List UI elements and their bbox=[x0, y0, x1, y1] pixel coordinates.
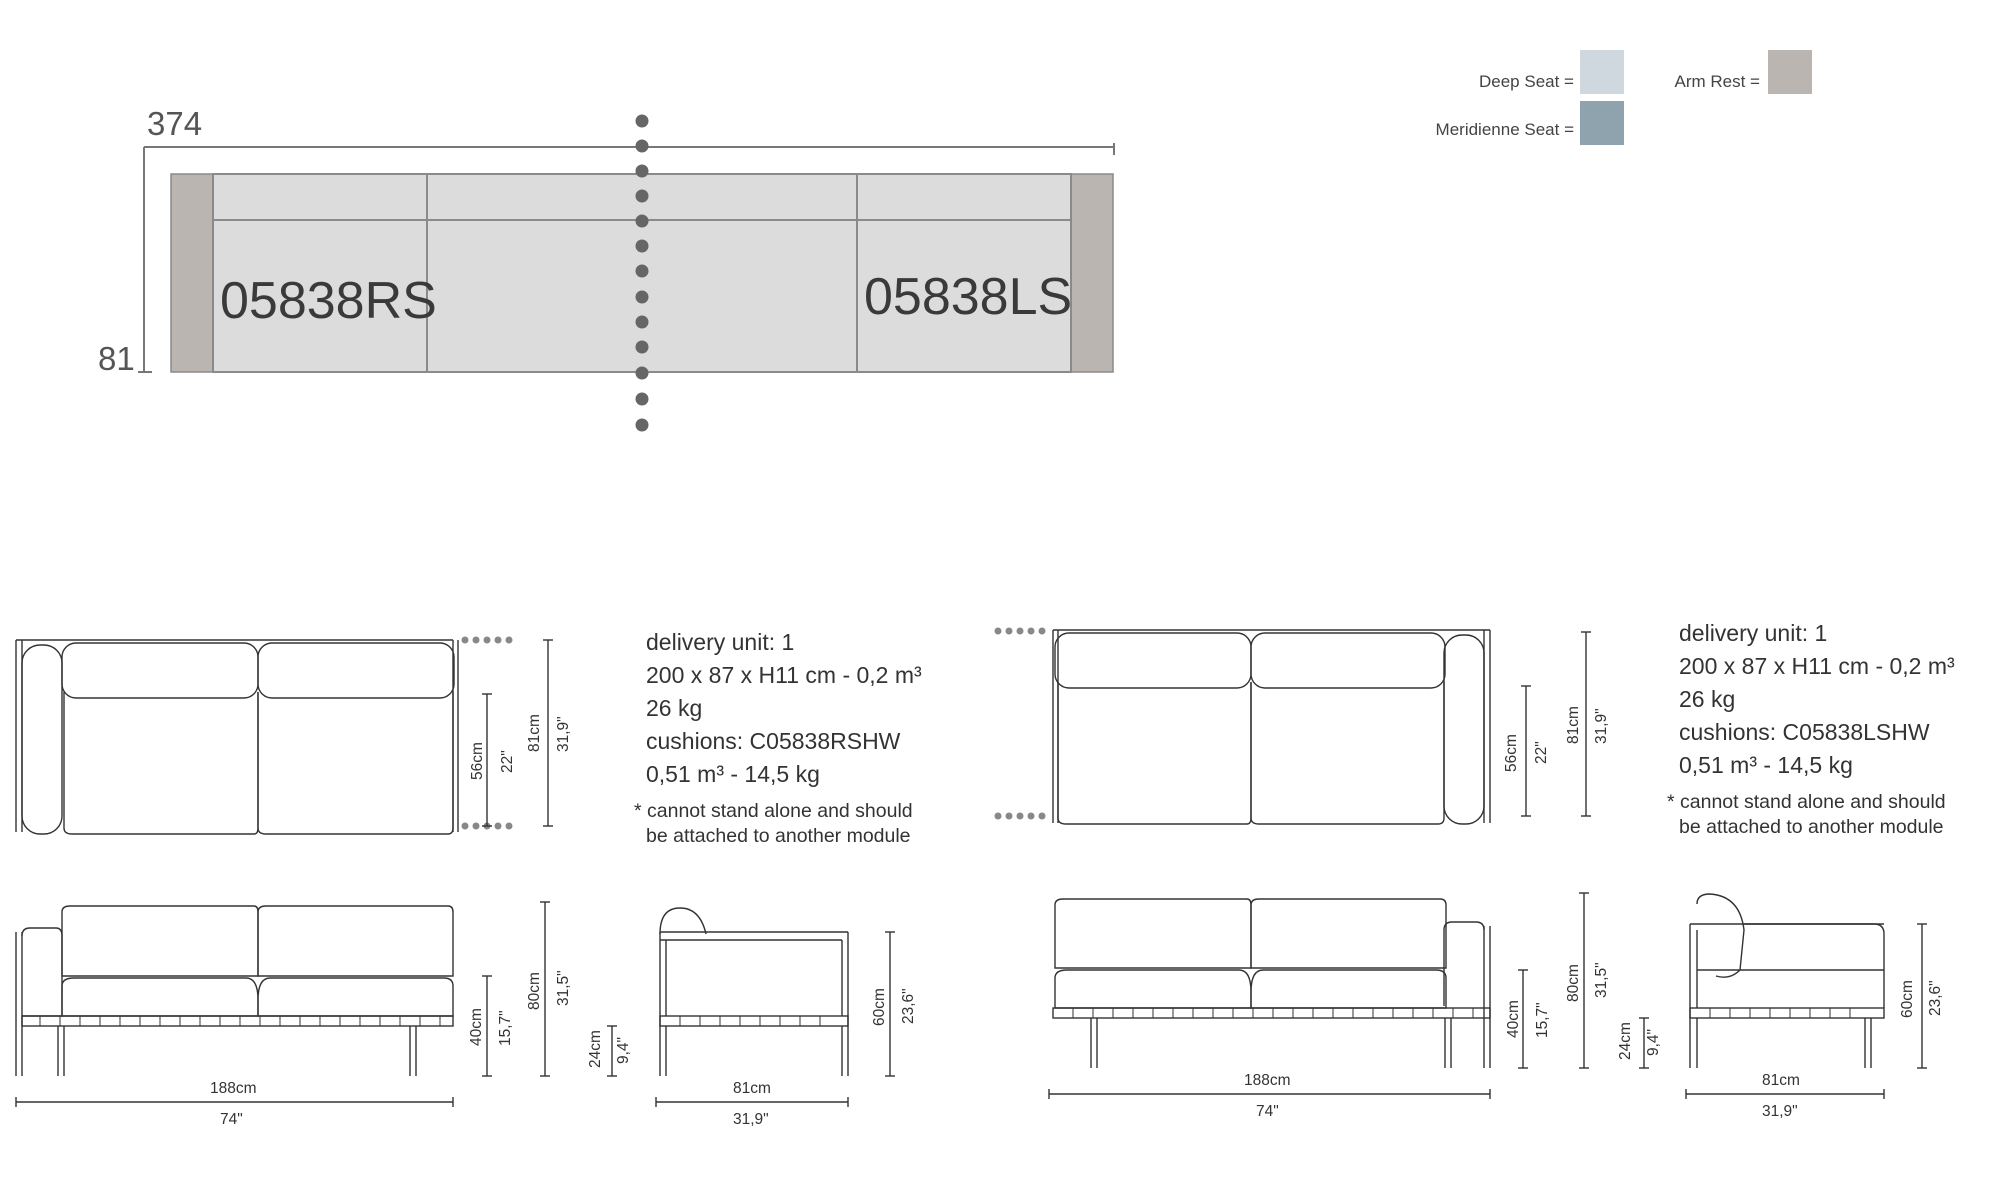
ls-top-view bbox=[1052, 629, 1491, 825]
ls-top-dims bbox=[1521, 631, 1591, 817]
ls-note-line-2: be attached to another module bbox=[1679, 816, 1944, 838]
ls-front-view bbox=[1052, 898, 1491, 1068]
legend-deep-seat-swatch bbox=[1580, 50, 1624, 94]
ls-side-width-in: 31,9" bbox=[1762, 1103, 1798, 1120]
rs-info-block: delivery unit: 1 200 x 87 x H11 cm - 0,2… bbox=[634, 626, 922, 849]
rs-side-strap bbox=[679, 1016, 821, 1026]
ls-front-seat-cm: 40cm bbox=[1505, 1000, 1522, 1038]
ls-front-height-cm: 80cm bbox=[1565, 964, 1582, 1002]
rs-top-inner-cm: 56cm bbox=[469, 742, 486, 780]
rs-package-size: 200 x 87 x H11 cm - 0,2 m³ bbox=[646, 662, 922, 688]
ls-package-size: 200 x 87 x H11 cm - 0,2 m³ bbox=[1679, 653, 1955, 679]
rs-top-inner-in: 22" bbox=[499, 750, 516, 773]
rs-front-height-in: 31,5" bbox=[555, 970, 572, 1006]
rs-weight: 26 kg bbox=[646, 695, 703, 721]
ls-info-block: delivery unit: 1 200 x 87 x H11 cm - 0,2… bbox=[1667, 617, 1955, 840]
ls-side-low-cm: 24cm bbox=[1617, 1022, 1634, 1060]
rs-side-dims bbox=[607, 931, 895, 1107]
rs-front-height-cm: 80cm bbox=[526, 972, 543, 1010]
plan-depth-label: 81 bbox=[98, 340, 135, 377]
rs-top-dims bbox=[482, 639, 553, 827]
ls-top-dots bbox=[994, 627, 1046, 820]
rs-note-line-2: be attached to another module bbox=[646, 825, 911, 847]
rs-front-strap bbox=[39, 1016, 441, 1026]
ls-side-view bbox=[1689, 893, 1885, 1068]
plan-right-arm-rest bbox=[1070, 173, 1114, 373]
legend-deep-seat-label: Deep Seat = bbox=[1479, 72, 1574, 91]
rs-top-outer-cm: 81cm bbox=[526, 714, 543, 752]
plan-width-label: 374 bbox=[147, 105, 202, 142]
ls-side-dims bbox=[1639, 923, 1927, 1099]
plan-view: 374 81 05838RS 05838LS bbox=[98, 105, 1115, 432]
rs-cushions: cushions: C05838RSHW bbox=[646, 728, 901, 754]
ls-side-width-cm: 81cm bbox=[1762, 1072, 1800, 1089]
ls-side-height-in: 23,6" bbox=[1927, 980, 1944, 1016]
ls-note-line-1: * cannot stand alone and should bbox=[1667, 791, 1946, 813]
ls-weight: 26 kg bbox=[1679, 686, 1736, 712]
rs-top-outer-in: 31,9" bbox=[555, 716, 572, 752]
legend-meridienne-seat-label: Meridienne Seat = bbox=[1435, 120, 1574, 139]
rs-note-line-1: * cannot stand alone and should bbox=[634, 800, 913, 822]
rs-side-height-in: 23,6" bbox=[900, 988, 917, 1024]
rs-front-width-in: 74" bbox=[220, 1111, 243, 1128]
plan-left-module-label: 05838RS bbox=[220, 272, 437, 330]
ls-top-outer-cm: 81cm bbox=[1565, 706, 1582, 744]
rs-side-view bbox=[659, 907, 849, 1076]
rs-delivery-unit: delivery unit: 1 bbox=[646, 629, 795, 655]
ls-top-inner-in: 22" bbox=[1533, 741, 1550, 764]
ls-front-width-cm: 188cm bbox=[1244, 1072, 1291, 1089]
rs-top-dots bbox=[461, 636, 513, 830]
ls-delivery-unit: delivery unit: 1 bbox=[1679, 620, 1828, 646]
ls-top-outer-in: 31,9" bbox=[1593, 708, 1610, 744]
ls-front-dims bbox=[1048, 892, 1589, 1099]
rs-front-seat-in: 15,7" bbox=[497, 1010, 514, 1046]
ls-front-height-in: 31,5" bbox=[1593, 962, 1610, 998]
rs-front-seat-cm: 40cm bbox=[468, 1008, 485, 1046]
rs-front-width-cm: 188cm bbox=[210, 1080, 257, 1097]
legend-arm-rest-swatch bbox=[1768, 50, 1812, 94]
ls-front-seat-in: 15,7" bbox=[1534, 1002, 1551, 1038]
ls-front-strap bbox=[1072, 1008, 1474, 1018]
legend-arm-rest-label: Arm Rest = bbox=[1674, 72, 1761, 91]
rs-side-low-cm: 24cm bbox=[587, 1030, 604, 1068]
rs-front-dims bbox=[15, 901, 550, 1107]
ls-side-height-cm: 60cm bbox=[1899, 980, 1916, 1018]
ls-cushions: cushions: C05838LSHW bbox=[1679, 719, 1930, 745]
ls-cushion-volume: 0,51 m³ - 14,5 kg bbox=[1679, 752, 1853, 778]
plan-right-module-label: 05838LS bbox=[864, 268, 1072, 326]
rs-cushion-volume: 0,51 m³ - 14,5 kg bbox=[646, 761, 820, 787]
rs-top-view bbox=[15, 639, 459, 835]
ls-front-width-in: 74" bbox=[1256, 1103, 1279, 1120]
rs-front-view bbox=[15, 905, 454, 1076]
plan-left-arm-rest bbox=[170, 173, 214, 373]
ls-top-inner-cm: 56cm bbox=[1503, 734, 1520, 772]
rs-side-low-in: 9,4" bbox=[615, 1037, 632, 1064]
rs-side-width-cm: 81cm bbox=[733, 1080, 771, 1097]
rs-side-height-cm: 60cm bbox=[871, 988, 888, 1026]
ls-side-strap bbox=[1709, 1008, 1851, 1018]
plan-joint-dots bbox=[635, 114, 649, 432]
legend-meridienne-seat-swatch bbox=[1580, 101, 1624, 145]
rs-side-width-in: 31,9" bbox=[733, 1111, 769, 1128]
ls-side-low-in: 9,4" bbox=[1645, 1029, 1662, 1056]
